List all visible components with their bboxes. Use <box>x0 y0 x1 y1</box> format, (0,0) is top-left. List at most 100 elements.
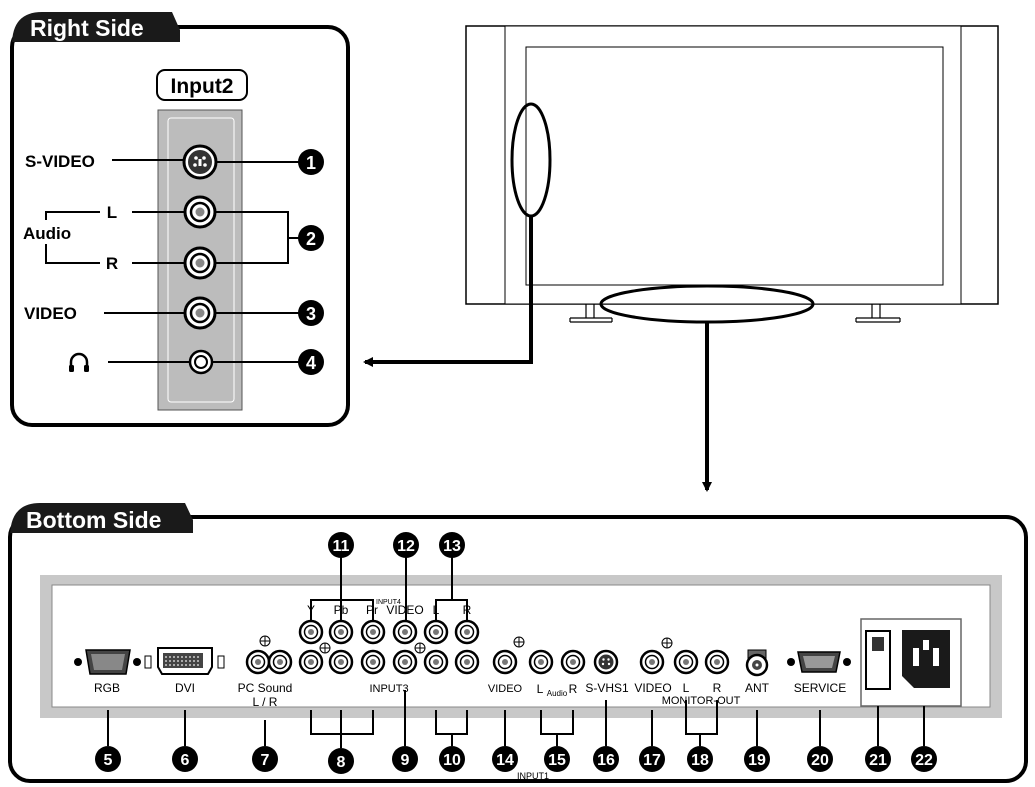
svideo-jack <box>182 144 218 180</box>
monitor-video-label: VIDEO <box>634 681 671 695</box>
input3-y-jack <box>298 649 324 675</box>
right-side-arrow <box>363 216 533 367</box>
svg-text:21: 21 <box>869 752 887 769</box>
audio-label: Audio <box>23 224 71 243</box>
input1-video-label: VIDEO <box>488 683 523 695</box>
ground-symbol <box>661 637 673 649</box>
ac-inlet-icon <box>902 630 950 688</box>
ant-label: ANT <box>745 681 770 695</box>
bottom-side-panel: Bottom Side <box>8 503 1028 783</box>
svg-text:1: 1 <box>306 153 316 173</box>
badge-17: 17 <box>639 746 665 772</box>
badge-16: 16 <box>593 746 619 772</box>
audio-small-label: Audio <box>547 689 568 698</box>
input1-video-jack <box>492 649 518 675</box>
badge-13: 13 <box>439 532 465 558</box>
svg-text:20: 20 <box>811 752 829 769</box>
svideo-label: S-VIDEO <box>25 152 95 171</box>
rgb-connector <box>74 649 141 675</box>
ant-connector <box>745 649 769 677</box>
video-jack <box>183 296 217 330</box>
power-module <box>860 618 962 707</box>
monitor-r-label: R <box>713 681 722 695</box>
input1-label: INPUT1 <box>517 771 549 781</box>
rgb-label: RGB <box>94 681 120 695</box>
svg-text:2: 2 <box>306 229 316 249</box>
svhs1-jack <box>593 649 619 675</box>
input4-l-label: L <box>433 603 440 617</box>
tv-illustration <box>363 25 999 492</box>
svg-text:11: 11 <box>333 538 350 555</box>
input3-label: INPUT3 <box>369 683 408 695</box>
ground-symbol <box>319 642 331 654</box>
input3-l-jack <box>423 649 449 675</box>
svg-text:12: 12 <box>397 538 415 555</box>
dvi-label: DVI <box>175 681 195 695</box>
badge-22: 22 <box>911 746 937 772</box>
input4-video-jack <box>392 619 418 645</box>
badge-15: 15 <box>544 746 570 772</box>
pr-label: Pr <box>366 603 378 617</box>
badge-7: 7 <box>252 746 278 772</box>
input3-pb-jack <box>328 649 354 675</box>
pb-label: Pb <box>334 603 349 617</box>
pr-jack <box>360 619 386 645</box>
svg-text:14: 14 <box>496 752 514 769</box>
service-connector <box>787 651 851 673</box>
svg-text:7: 7 <box>261 752 270 769</box>
svg-text:4: 4 <box>306 353 316 373</box>
monitor-out-label: MONITOR-OUT <box>662 695 741 707</box>
badge-11: 11 <box>328 532 354 558</box>
svg-text:3: 3 <box>306 304 316 324</box>
audio-l-jack <box>183 195 217 229</box>
badge-12: 12 <box>393 532 419 558</box>
badge-1: 1 <box>298 149 324 175</box>
monitor-r-jack <box>704 649 730 675</box>
badge-4: 4 <box>298 349 324 375</box>
y-jack <box>298 619 324 645</box>
input2-label: Input2 <box>171 75 234 98</box>
badge-14: 14 <box>492 746 518 772</box>
svg-text:13: 13 <box>443 538 461 555</box>
badge-21: 21 <box>865 746 891 772</box>
input4-video-label: VIDEO <box>386 603 423 617</box>
input3-r-jack <box>454 649 480 675</box>
input4-r-label: R <box>463 603 472 617</box>
badge-9: 9 <box>392 746 418 772</box>
input4-l-jack <box>423 619 449 645</box>
svg-text:9: 9 <box>401 752 410 769</box>
monitor-video-jack <box>639 649 665 675</box>
badge-3: 3 <box>298 300 324 326</box>
monitor-l-label: L <box>683 681 690 695</box>
pc-sound-l-jack <box>245 649 271 675</box>
right-side-title: Right Side <box>30 15 144 41</box>
service-label: SERVICE <box>794 681 846 695</box>
svg-text:6: 6 <box>181 752 190 769</box>
badge-19: 19 <box>744 746 770 772</box>
badge-10: 10 <box>439 746 465 772</box>
input1-l-label: L <box>537 682 544 696</box>
audio-r-jack <box>183 246 217 280</box>
input3-pr-jack <box>360 649 386 675</box>
svg-text:16: 16 <box>597 752 615 769</box>
right-side-panel: Right Side Input2 <box>10 12 350 427</box>
video-label: VIDEO <box>24 304 77 323</box>
pc-sound-label: PC Sound <box>238 681 293 695</box>
svg-text:19: 19 <box>748 752 766 769</box>
pc-sound-r-jack <box>267 649 293 675</box>
input1-l-jack <box>528 649 554 675</box>
dvi-connector <box>144 647 225 675</box>
ground-symbol <box>414 642 426 654</box>
monitor-l-jack <box>673 649 699 675</box>
badge-8: 8 <box>328 748 354 774</box>
pb-jack <box>328 619 354 645</box>
ground-symbol <box>259 635 271 647</box>
input1-r-label: R <box>569 682 578 696</box>
input4-r-jack <box>454 619 480 645</box>
svg-text:10: 10 <box>443 752 461 769</box>
badge-18: 18 <box>687 746 713 772</box>
headphone-icon <box>69 352 89 372</box>
svg-text:17: 17 <box>643 752 661 769</box>
input1-r-jack <box>560 649 586 675</box>
